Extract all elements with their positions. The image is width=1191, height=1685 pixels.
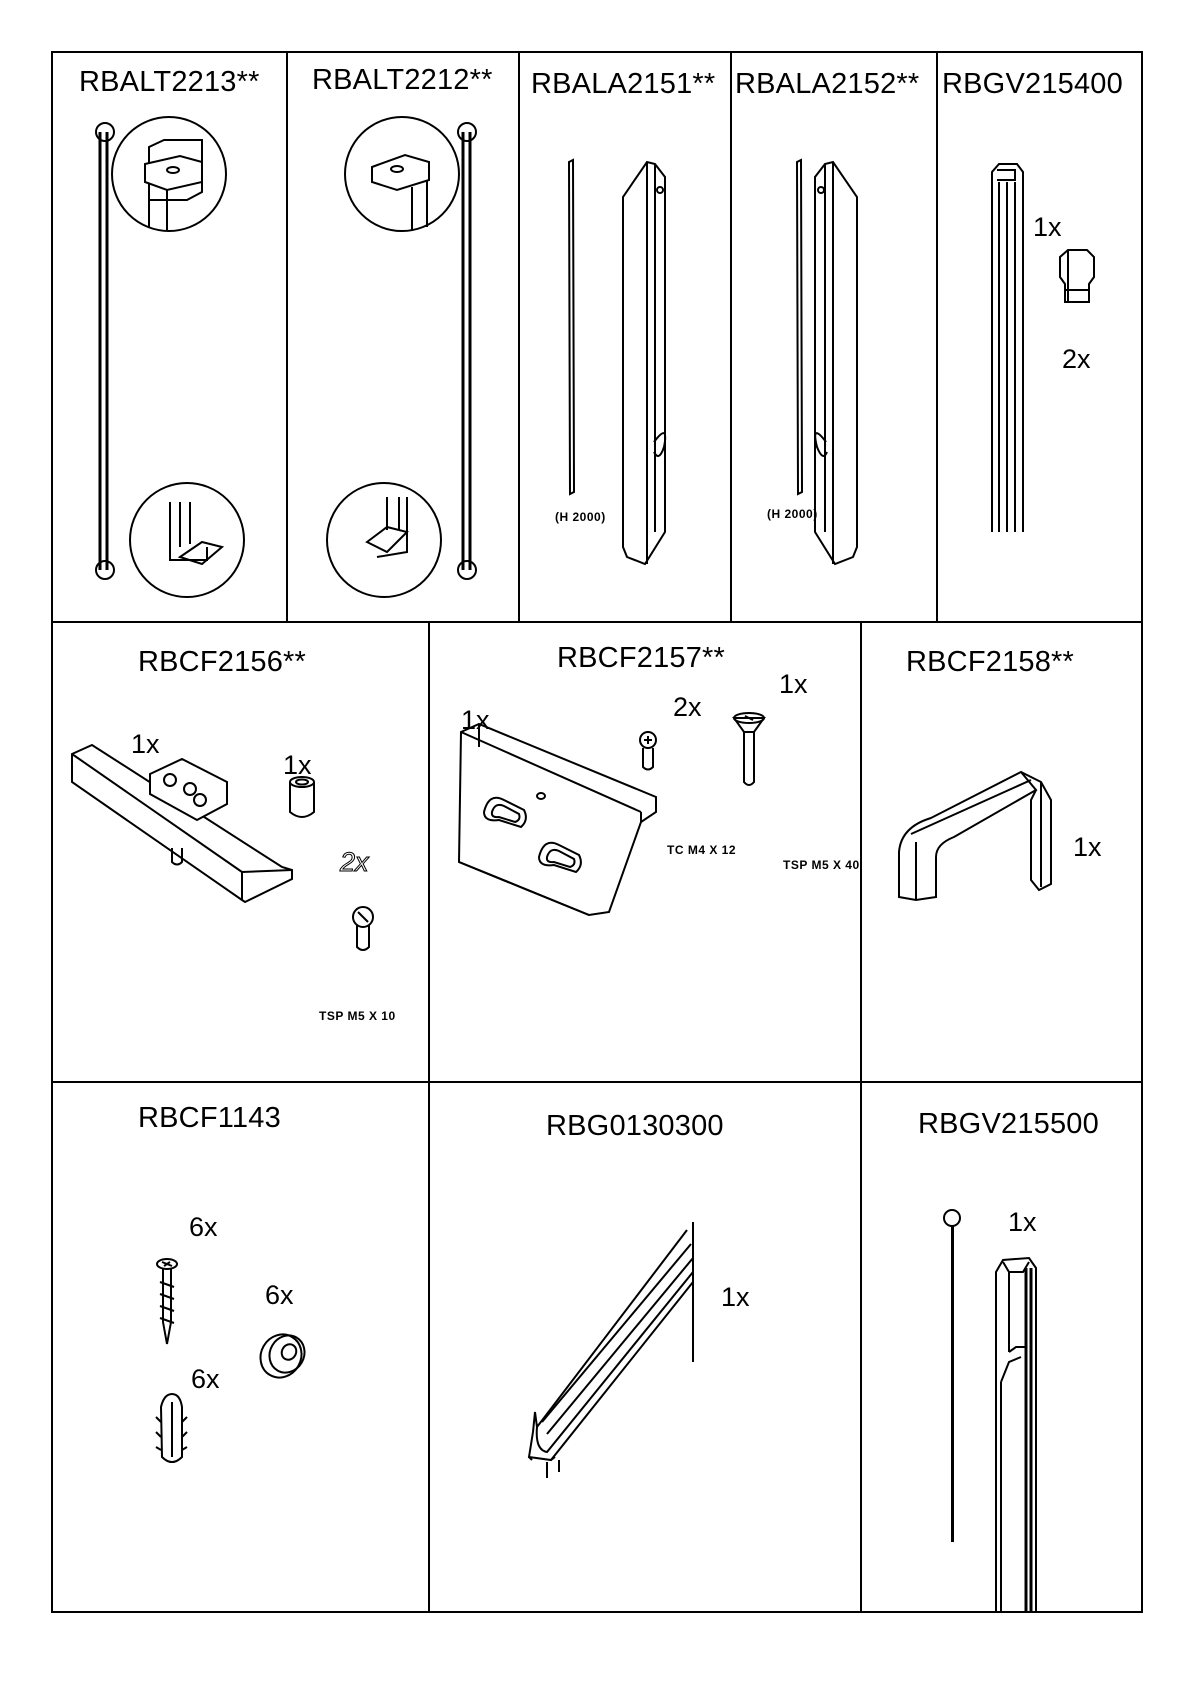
- part-cell-rbcf2157: RBCF2157** 1x 2x 1x TC M4 X 12 TSP M5 X …: [429, 622, 861, 1082]
- quantity-label: 1x: [1033, 212, 1062, 243]
- seal-strip-illustration: [429, 1082, 861, 1612]
- quantity-label: 1x: [461, 705, 490, 736]
- quantity-label: 6x: [191, 1364, 220, 1395]
- quantity-label: 2x: [340, 847, 369, 878]
- side-profile-illustration: [287, 52, 519, 622]
- screw-spec: TSP M5 X 40: [783, 858, 860, 872]
- seal-profile-illustration: [937, 52, 1142, 622]
- quantity-label: 1x: [779, 669, 808, 700]
- part-cell-rbgv215400: RBGV215400 1x 2x: [937, 52, 1142, 622]
- height-label: (H 2000): [767, 507, 818, 521]
- part-cell-rbgv215500: RBGV215500 1x: [861, 1082, 1142, 1612]
- part-cell-rbcf2158: RBCF2158** 1x: [861, 622, 1142, 1082]
- quantity-label: 1x: [721, 1282, 750, 1313]
- screw-spec: TC M4 X 12: [667, 843, 736, 857]
- part-cell-rbalt2213: RBALT2213**: [52, 52, 287, 622]
- height-label: (H 2000): [555, 510, 606, 524]
- part-cell-rbalt2212: RBALT2212**: [287, 52, 519, 622]
- quantity-label: 6x: [265, 1280, 294, 1311]
- quantity-label: 2x: [1062, 344, 1091, 375]
- quantity-label: 2x: [673, 692, 702, 723]
- quantity-label: 1x: [1073, 832, 1102, 863]
- side-profile-illustration: [52, 52, 287, 622]
- profile-illustration: [519, 52, 731, 622]
- fixing-kit-illustration: [52, 1082, 429, 1612]
- part-cell-rbcf1143: RBCF1143 6x 6x 6x: [52, 1082, 429, 1612]
- quantity-label: 6x: [189, 1212, 218, 1243]
- part-cell-rbala2152: RBALA2152** (H 2000): [731, 52, 937, 622]
- profile-illustration: [731, 52, 937, 622]
- quantity-label: 1x: [283, 750, 312, 781]
- part-cell-rbala2151: RBALA2151** (H 2000): [519, 52, 731, 622]
- quantity-label: 1x: [131, 729, 160, 760]
- part-cell-rbg0130300: RBG0130300 1x: [429, 1082, 861, 1612]
- magnetic-seal-illustration: [861, 1082, 1142, 1612]
- screw-spec: TSP M5 X 10: [319, 1009, 396, 1023]
- part-cell-rbcf2156: RBCF2156** 1x 1x 2x TSP M5 X 10: [52, 622, 429, 1082]
- quantity-label: 1x: [1008, 1207, 1037, 1238]
